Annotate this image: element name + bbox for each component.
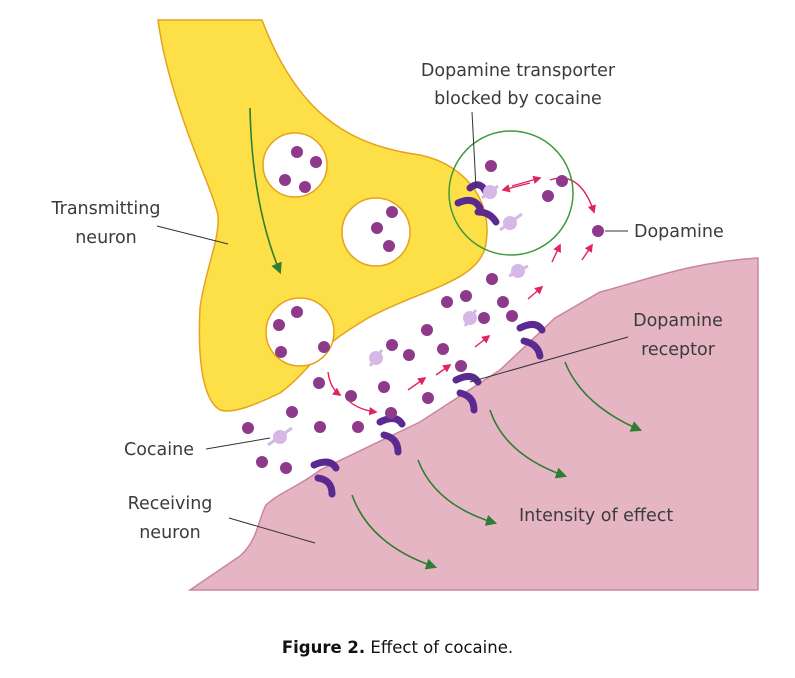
- leader-line: [228, 517, 316, 544]
- label-intensity-of-effect: Intensity of effect: [519, 506, 673, 526]
- leader-line: [205, 437, 271, 450]
- effect-arrow: [564, 361, 643, 432]
- dopamine-molecules: [242, 146, 604, 474]
- dopamine-molecule: [313, 377, 325, 389]
- dopamine-molecule: [485, 160, 497, 172]
- label-receptor-line2: receptor: [641, 340, 716, 360]
- effect-arrow: [417, 459, 498, 526]
- dopamine-molecule: [422, 392, 434, 404]
- dopamine-molecule: [318, 341, 330, 353]
- dopamine-molecule: [242, 422, 254, 434]
- label-transmitting-line2: neuron: [75, 228, 137, 248]
- dopamine-molecule: [291, 306, 303, 318]
- dopamine-molecule: [386, 206, 398, 218]
- leader-lines: [156, 111, 629, 544]
- effect-arrows: [351, 361, 643, 570]
- dopamine-molecule: [345, 390, 357, 402]
- dopamine-molecule: [437, 343, 449, 355]
- dopamine-molecule: [279, 174, 291, 186]
- reuptake-arrow: [511, 175, 542, 187]
- reuptake-arrow: [435, 364, 452, 376]
- dopamine-receptor: [376, 415, 406, 456]
- label-receptor-line1: Dopamine: [633, 311, 723, 331]
- dopamine-molecule: [352, 421, 364, 433]
- dopamine-molecule: [273, 319, 285, 331]
- vesicle: [262, 132, 328, 198]
- cocaine-molecules: [267, 184, 529, 447]
- cocaine-molecule: [499, 212, 523, 232]
- dopamine-receptor: [310, 458, 340, 498]
- reuptake-arrow: [407, 377, 427, 391]
- label-cocaine: Cocaine: [124, 440, 194, 460]
- figure-caption: Figure 2. Effect of cocaine.: [0, 638, 795, 657]
- dopamine-molecule: [497, 296, 509, 308]
- reuptake-arrow: [581, 243, 593, 261]
- signal-arrow: [249, 107, 282, 275]
- dopamine-molecule: [542, 190, 554, 202]
- leader-line: [469, 336, 629, 383]
- dopamine-molecule: [310, 156, 322, 168]
- dopamine-molecule: [592, 225, 604, 237]
- release-arrow: [349, 401, 378, 416]
- cocaine-molecule: [267, 426, 293, 447]
- effect-arrow: [351, 494, 438, 570]
- dopamine-molecule: [314, 421, 326, 433]
- dopamine-molecule: [291, 146, 303, 158]
- dopamine-molecule: [441, 296, 453, 308]
- label-dopamine: Dopamine: [634, 222, 724, 242]
- dopamine-molecule: [286, 406, 298, 418]
- effect-arrow: [489, 409, 568, 479]
- dopamine-molecule: [383, 240, 395, 252]
- dopamine-molecule: [280, 462, 292, 474]
- dopamine-molecule: [371, 222, 383, 234]
- reuptake-arrow: [549, 177, 596, 214]
- caption-figure-number: Figure 2.: [281, 638, 366, 657]
- label-receiving-line1: Receiving: [128, 494, 213, 514]
- reuptake-arrow: [501, 182, 531, 193]
- reuptake-arrow: [551, 243, 561, 263]
- cocaine-molecule: [508, 264, 529, 278]
- cocaine-synapse-diagram: Dopamine transporter blocked by cocaine …: [51, 19, 759, 591]
- receiving-neuron: [187, 257, 759, 591]
- dopamine-molecule: [455, 360, 467, 372]
- caption-text: Effect of cocaine.: [365, 638, 514, 657]
- leader-line: [156, 225, 229, 245]
- cocaine-molecule: [463, 309, 478, 327]
- label-receiving-line2: neuron: [139, 523, 201, 543]
- label-transporter-line1: Dopamine transporter: [421, 61, 616, 81]
- dopamine-molecule: [256, 456, 268, 468]
- reuptake-arrow: [474, 334, 491, 348]
- dopamine-molecule: [460, 290, 472, 302]
- dopamine-molecule: [386, 339, 398, 351]
- dopamine-molecule: [385, 407, 397, 419]
- leader-line: [471, 111, 477, 189]
- transmitting-neuron: [157, 19, 488, 412]
- dopamine-molecule: [299, 181, 311, 193]
- release-arrow: [327, 371, 342, 396]
- label-transmitting-line1: Transmitting: [51, 199, 161, 219]
- dopamine-molecule: [275, 346, 287, 358]
- dopamine-molecule: [556, 175, 568, 187]
- cocaine-molecule: [368, 349, 384, 367]
- dopamine-molecule: [486, 273, 498, 285]
- dopamine-molecule: [378, 381, 390, 393]
- dopamine-molecule: [506, 310, 518, 322]
- reuptake-arrows: [327, 175, 596, 416]
- receptors: [310, 181, 546, 498]
- dopamine-molecule: [421, 324, 433, 336]
- transporter-highlight-circle: [448, 130, 574, 256]
- dopamine-molecule: [403, 349, 415, 361]
- cocaine-molecule: [481, 184, 499, 200]
- label-transporter-line2: blocked by cocaine: [434, 89, 602, 109]
- reuptake-arrow: [527, 285, 544, 300]
- dopamine-receptor: [516, 321, 546, 360]
- dopamine-molecule: [478, 312, 490, 324]
